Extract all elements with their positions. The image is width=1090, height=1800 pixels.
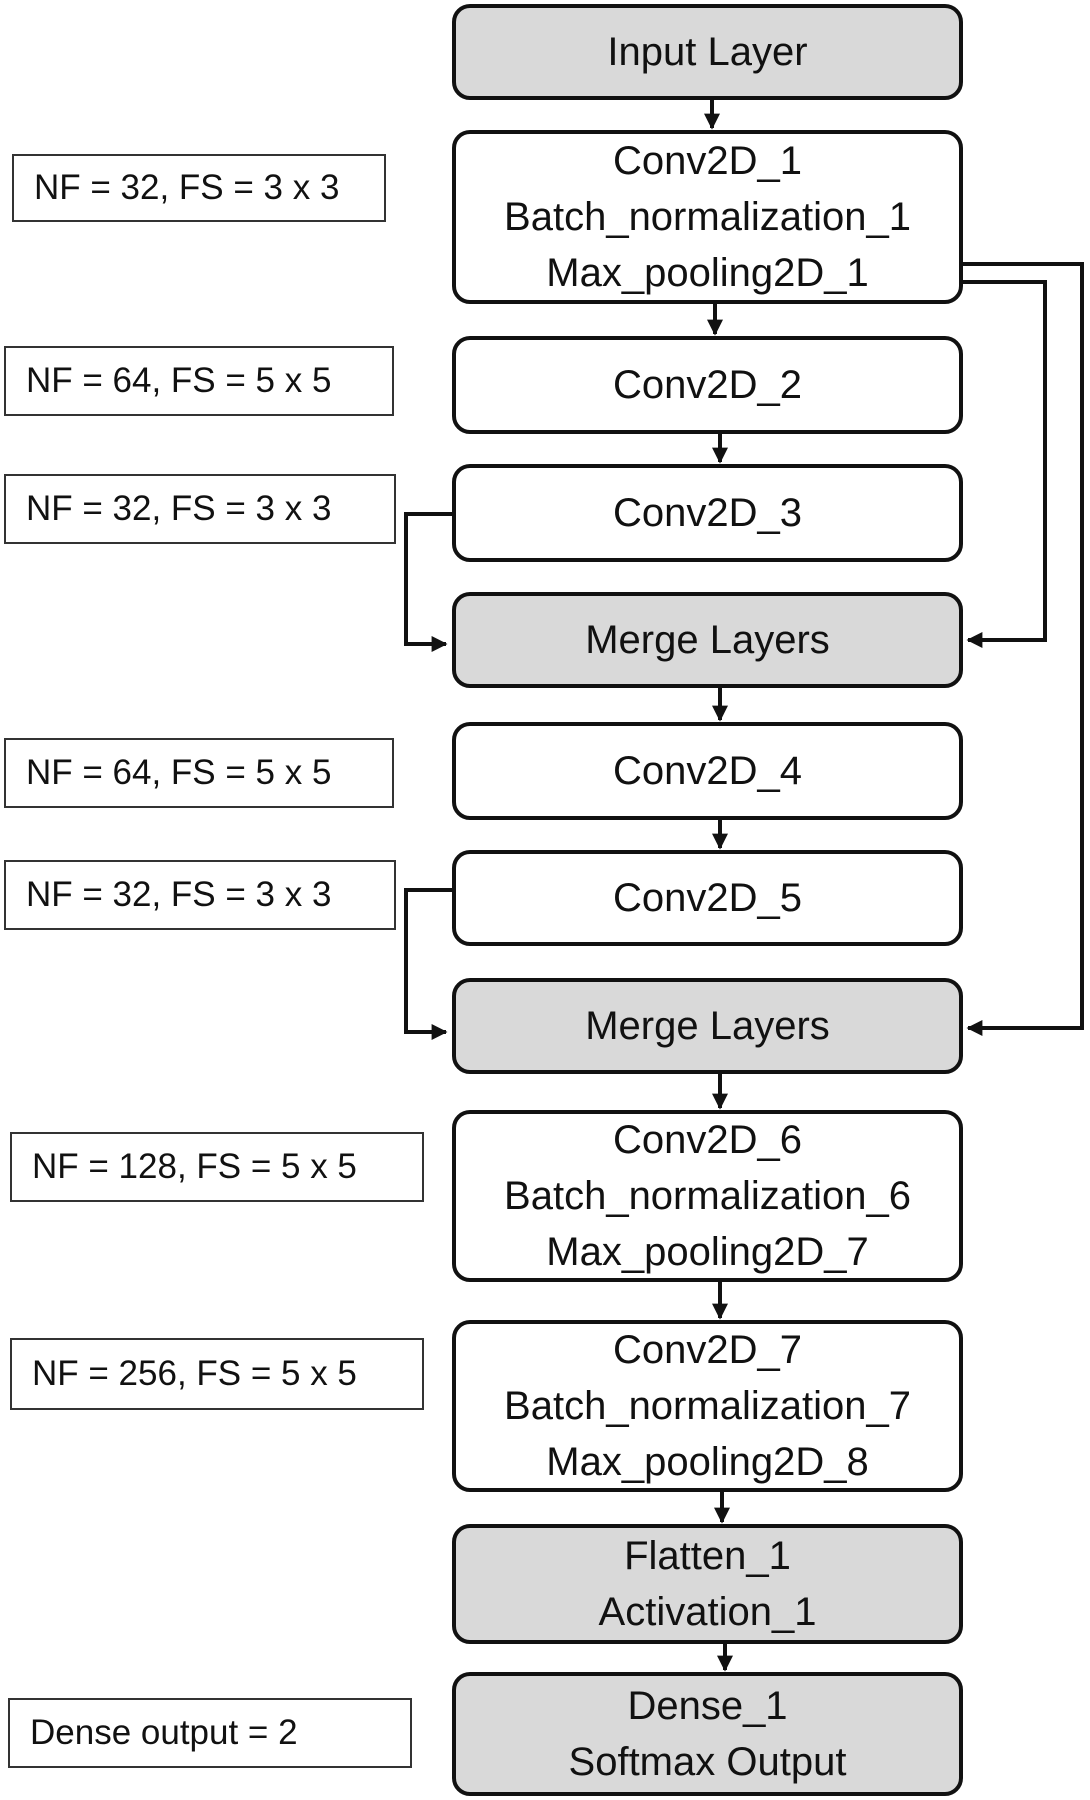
param-box-conv2d-5: NF = 32, FS = 3 x 3 — [4, 860, 396, 930]
param-box-conv2d-6: NF = 128, FS = 5 x 5 — [10, 1132, 424, 1202]
conv2d-3-layer: Conv2D_3 — [452, 464, 963, 562]
conv2d-5-layer: Conv2D_5 — [452, 850, 963, 946]
flatten-1-label: Flatten_1 — [624, 1534, 791, 1578]
max-pool-8-label: Max_pooling2D_8 — [546, 1440, 869, 1484]
param-box-conv2d-1: NF = 32, FS = 3 x 3 — [12, 154, 386, 222]
conv2d-1-label: Conv2D_1 — [612, 139, 802, 183]
conv2d-2-label: Conv2D_2 — [612, 363, 802, 407]
param-box-dense: Dense output = 2 — [8, 1698, 412, 1768]
conv2d-7-label: Conv2D_7 — [612, 1328, 802, 1372]
conv2d-6-label: Conv2D_6 — [612, 1118, 802, 1162]
merge-layers-1: Merge Layers — [452, 592, 963, 688]
conv2d-5-label: Conv2D_5 — [612, 876, 802, 920]
dense-softmax-block: Dense_1 Softmax Output — [452, 1672, 963, 1796]
conv2d-3-label: Conv2D_3 — [612, 491, 802, 535]
param-box-conv2d-4: NF = 64, FS = 5 x 5 — [4, 738, 394, 808]
batch-norm-6-label: Batch_normalization_6 — [504, 1174, 911, 1218]
conv2d-7-block: Conv2D_7 Batch_normalization_7 Max_pooli… — [452, 1320, 963, 1492]
batch-norm-7-label: Batch_normalization_7 — [504, 1384, 911, 1428]
input-layer: Input Layer — [452, 4, 963, 100]
residual-conv3-to-merge1 — [404, 512, 452, 652]
merge-layers-1-label: Merge Layers — [585, 618, 830, 662]
merge-layers-2-label: Merge Layers — [585, 1004, 830, 1048]
conv2d-4-label: Conv2D_4 — [612, 749, 802, 793]
param-box-conv2d-7: NF = 256, FS = 5 x 5 — [10, 1338, 424, 1410]
param-box-conv2d-3: NF = 32, FS = 3 x 3 — [4, 474, 396, 544]
param-box-conv2d-2: NF = 64, FS = 5 x 5 — [4, 346, 394, 416]
conv2d-4-layer: Conv2D_4 — [452, 722, 963, 820]
conv2d-2-layer: Conv2D_2 — [452, 336, 963, 434]
conv2d-1-block: Conv2D_1 Batch_normalization_1 Max_pooli… — [452, 130, 963, 304]
input-layer-label: Input Layer — [607, 30, 808, 74]
conv2d-6-block: Conv2D_6 Batch_normalization_6 Max_pooli… — [452, 1110, 963, 1282]
flatten-activation-block: Flatten_1 Activation_1 — [452, 1524, 963, 1644]
activation-1-label: Activation_1 — [598, 1590, 817, 1634]
max-pool-7-label: Max_pooling2D_7 — [546, 1230, 869, 1274]
residual-conv5-to-merge2 — [404, 888, 452, 1040]
softmax-output-label: Softmax Output — [568, 1740, 847, 1784]
skip-block1-to-merge1 — [963, 280, 1047, 648]
batch-norm-1-label: Batch_normalization_1 — [504, 195, 911, 239]
merge-layers-2: Merge Layers — [452, 978, 963, 1074]
dense-1-label: Dense_1 — [627, 1684, 788, 1728]
max-pool-1-label: Max_pooling2D_1 — [546, 251, 869, 295]
skip-block1-to-merge2 — [963, 262, 1084, 1036]
